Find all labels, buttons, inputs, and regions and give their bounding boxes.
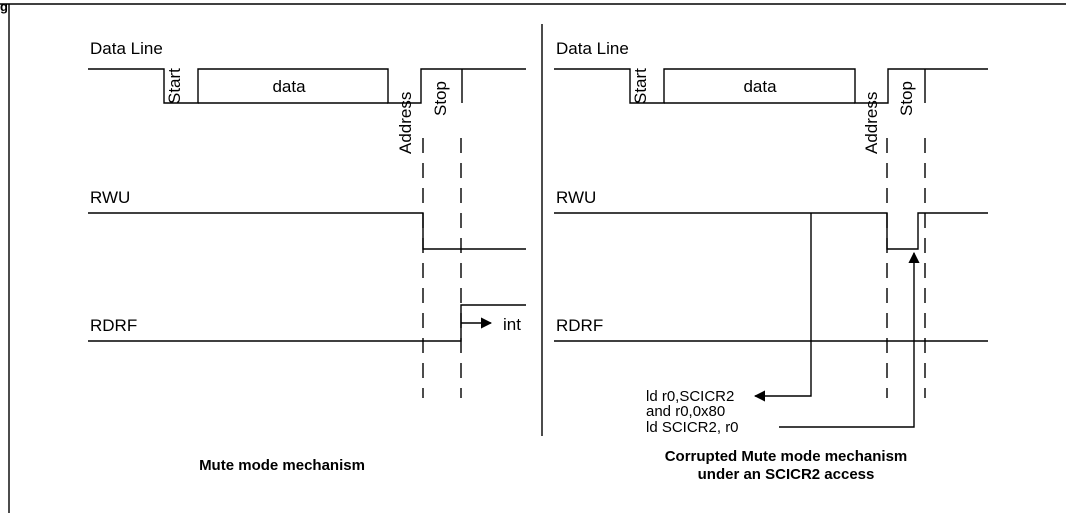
left-int-label: int (503, 315, 521, 334)
right-code-line-3: ld SCICR2, r0 (646, 419, 739, 436)
right-code-line-2: and r0,0x80 (646, 403, 725, 420)
right-rwu-label: RWU (556, 188, 596, 207)
left-caption: Mute mode mechanism (199, 457, 365, 474)
right-data-label: data (743, 77, 777, 96)
left-data-line-label: Data Line (90, 39, 163, 58)
left-stop-label: Stop (431, 81, 450, 116)
right-caption-line-1: Corrupted Mute mode mechanism (665, 448, 908, 465)
right-code-line-1: ld r0,SCICR2 (646, 388, 734, 405)
left-start-label: Start (165, 68, 184, 104)
right-address-label: Address (862, 92, 881, 154)
left-data-label: data (272, 77, 306, 96)
left-rdrf-label: RDRF (90, 316, 137, 335)
left-address-label: Address (396, 92, 415, 154)
right-panel: Data Line Start data Address Stop RWU RD… (554, 39, 988, 483)
right-stop-label: Stop (897, 81, 916, 116)
right-start-label: Start (631, 68, 650, 104)
left-rwu-label: RWU (90, 188, 130, 207)
right-write-arrow (779, 251, 920, 428)
left-rwu-waveform (88, 212, 526, 250)
right-data-line-label: Data Line (556, 39, 629, 58)
right-rwu-waveform (554, 212, 988, 250)
figure-label: g (0, 0, 8, 14)
left-rdrf-waveform (88, 304, 526, 342)
right-read-arrow (753, 213, 812, 402)
left-panel: Data Line Start data Address Stop RWU RD… (88, 39, 526, 474)
left-data-line-waveform (88, 68, 526, 104)
right-rdrf-label: RDRF (556, 316, 603, 335)
right-caption-line-2: under an SCICR2 access (698, 466, 875, 483)
